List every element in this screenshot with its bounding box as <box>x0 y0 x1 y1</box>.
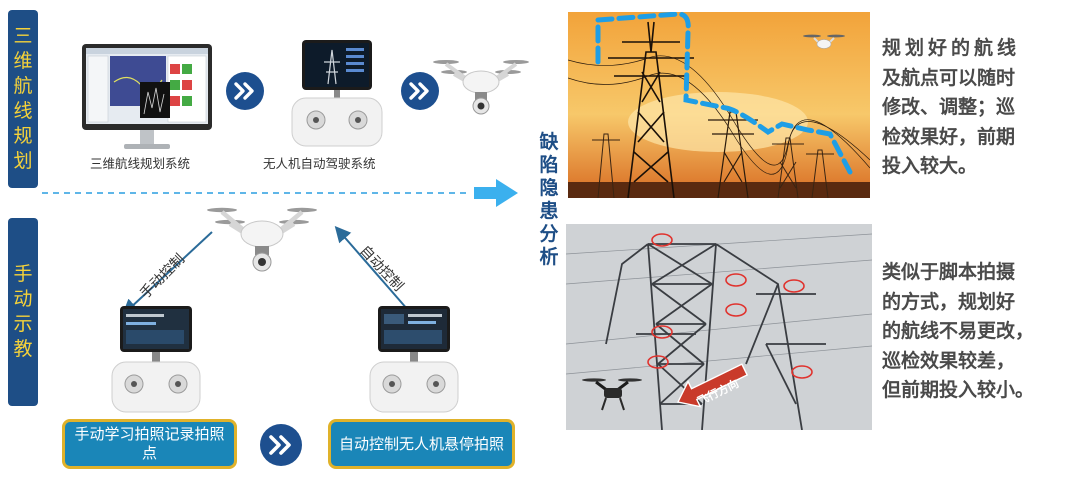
arrow-right-icon <box>472 178 520 208</box>
note-manual-teaching: 类似于脚本拍摄 的方式，规划好 的航线不易更改， 巡检效果较差， 但前期投入较小… <box>882 258 1034 406</box>
note-line: 但前期投入较小。 <box>882 376 1034 406</box>
note-line: 类似于脚本拍摄 <box>882 258 1034 288</box>
title-char: 患 <box>539 200 558 223</box>
title-char: 隐 <box>539 177 558 200</box>
defect-analysis-title: 缺 陷 隐 患 分 析 <box>537 131 561 269</box>
note-line: 检效果好，前期 <box>882 123 1020 153</box>
title-char: 陷 <box>539 154 558 177</box>
title-char: 析 <box>539 246 558 269</box>
remote-controller-image <box>288 38 386 150</box>
note-line: 及航点可以随时 <box>882 64 1020 94</box>
monitor-image <box>78 42 216 152</box>
box-auto-hover-photo: 自动控制无人机悬停拍照 <box>328 419 515 469</box>
tab-char: 航 <box>13 74 32 99</box>
tab-char: 规 <box>13 124 32 149</box>
caption-autopilot-system: 无人机自动驾驶系统 <box>263 153 376 172</box>
grey-tower-photo: 飞行方向 <box>566 224 872 430</box>
note-line: 规划好的航线 <box>882 34 1020 64</box>
remote-controller-image <box>110 304 202 416</box>
note-line: 巡检效果较差， <box>882 347 1034 377</box>
chevron-right-icon <box>226 72 264 110</box>
tab-char: 手 <box>13 262 32 287</box>
tab-3d-route-planning: 三 维 航 线 规 划 <box>8 10 38 188</box>
caption-planning-system: 三维航线规划系统 <box>90 153 190 172</box>
note-line: 的方式，规划好 <box>882 288 1034 318</box>
tab-char: 动 <box>13 287 32 312</box>
box-auto-text: 自动控制无人机悬停拍照 <box>339 435 504 454</box>
title-char: 缺 <box>539 131 558 154</box>
box-manual-text: 手动学习拍照记录拍照点 <box>73 425 226 463</box>
note-route-planning: 规划好的航线 及航点可以随时 修改、调整；巡 检效果好，前期 投入较大。 <box>882 34 1020 182</box>
tab-char: 三 <box>13 24 32 49</box>
remote-controller-image <box>368 304 460 416</box>
tab-char: 示 <box>13 312 32 337</box>
tab-manual-teaching: 手 动 示 教 <box>8 218 38 406</box>
note-line: 的航线不易更改， <box>882 317 1034 347</box>
box-manual-learn-photo: 手动学习拍照记录拍照点 <box>62 419 237 469</box>
tab-char: 划 <box>13 149 32 174</box>
note-line: 修改、调整；巡 <box>882 93 1020 123</box>
drone-image <box>432 52 530 122</box>
title-char: 分 <box>539 223 558 246</box>
tab-char: 维 <box>13 49 32 74</box>
tab-char: 线 <box>13 99 32 124</box>
sunset-tower-photo <box>568 12 870 198</box>
chevron-right-icon <box>260 424 302 466</box>
tab-char: 教 <box>13 337 32 362</box>
note-line: 投入较大。 <box>882 152 1020 182</box>
